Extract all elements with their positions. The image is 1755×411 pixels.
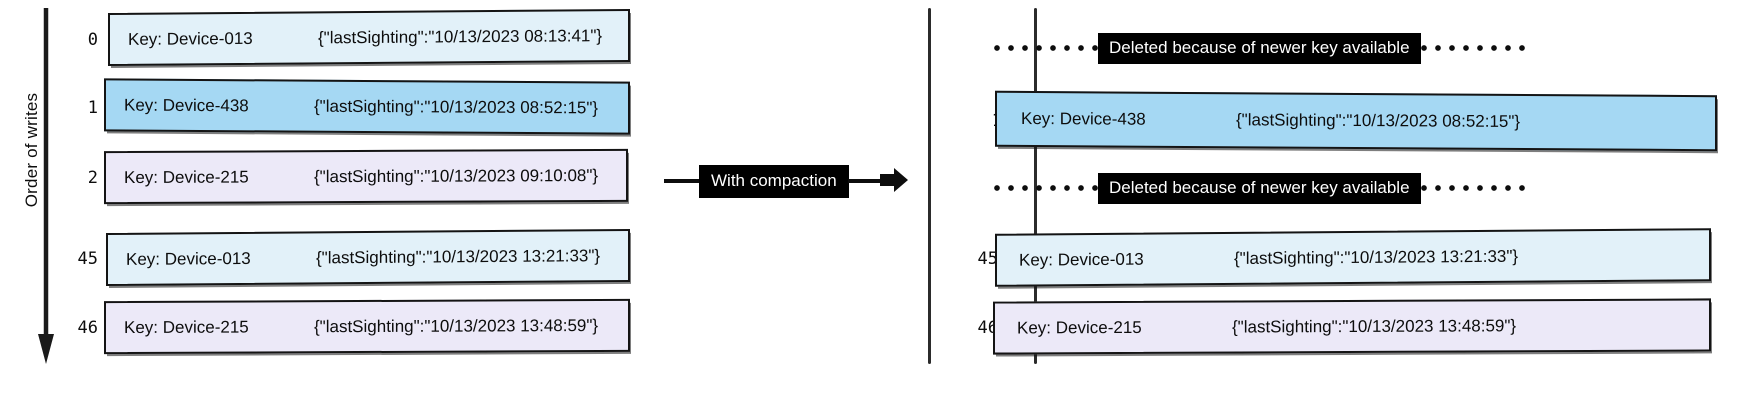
right-record-45-key: Key: Device-013 [1019,249,1144,270]
left-record-46: Key: Device-215 {"lastSighting":"10/13/2… [104,298,630,355]
right-record-45: Key: Device-013 {"lastSighting":"10/13/2… [995,228,1711,287]
left-record-0-value: {"lastSighting":"10/13/2023 08:13:41"} [318,25,603,47]
dotted-leader-left-2 [994,185,1098,192]
dotted-leader-right-2 [1420,185,1525,192]
left-row-index-2: 2 [87,168,98,188]
left-record-1: Key: Device-438 {"lastSighting":"10/13/2… [104,78,630,135]
right-record-45-value: {"lastSighting":"10/13/2023 13:21:33"} [1234,246,1519,268]
right-row-index-46: 46 [977,318,998,338]
right-record-1: Key: Device-438 {"lastSighting":"10/13/2… [995,90,1717,152]
left-record-1-key: Key: Device-438 [124,95,249,115]
compaction-connector-right [848,179,884,183]
deleted-note-2: Deleted because of newer key available [1098,173,1421,204]
left-record-45-key: Key: Device-013 [126,248,251,269]
left-record-2-key: Key: Device-215 [124,167,249,187]
right-record-46-value: {"lastSighting":"10/13/2023 13:48:59"} [1232,315,1517,337]
with-compaction-label: With compaction [699,165,849,198]
dotted-leader-right-1 [1420,45,1525,52]
left-record-2: Key: Device-215 {"lastSighting":"10/13/2… [104,148,628,205]
left-row-index-1: 1 [87,98,98,118]
right-row-index-45: 45 [977,249,998,269]
dotted-leader-left-1 [994,45,1098,52]
left-record-1-value: {"lastSighting":"10/13/2023 08:52:15"} [314,96,599,117]
panel-divider-left [928,8,931,364]
left-row-index-45: 45 [77,249,98,269]
compaction-right-arrow-icon [880,168,908,192]
left-record-45: Key: Device-013 {"lastSighting":"10/13/2… [106,228,630,287]
left-row-index-0: 0 [87,30,98,50]
right-record-46-key: Key: Device-215 [1017,317,1142,337]
compaction-connector-left [664,179,700,183]
order-of-writes-arrow-icon [38,8,54,364]
left-row-index-46: 46 [77,318,98,338]
deleted-annotation-1: Deleted because of newer key available [994,33,1546,64]
left-record-46-value: {"lastSighting":"10/13/2023 13:48:59"} [314,315,599,336]
left-record-0-key: Key: Device-013 [128,28,253,49]
right-record-46: Key: Device-215 {"lastSighting":"10/13/2… [993,298,1711,355]
deleted-annotation-2: Deleted because of newer key available [994,173,1546,204]
right-record-1-key: Key: Device-438 [1021,108,1146,129]
left-record-46-key: Key: Device-215 [124,317,249,337]
left-record-2-value: {"lastSighting":"10/13/2023 09:10:08"} [314,165,599,186]
right-record-1-value: {"lastSighting":"10/13/2023 08:52:15"} [1236,110,1521,132]
left-record-45-value: {"lastSighting":"10/13/2023 13:21:33"} [316,245,601,267]
left-record-0: Key: Device-013 {"lastSighting":"10/13/2… [108,8,630,67]
deleted-note-1: Deleted because of newer key available [1098,33,1421,64]
